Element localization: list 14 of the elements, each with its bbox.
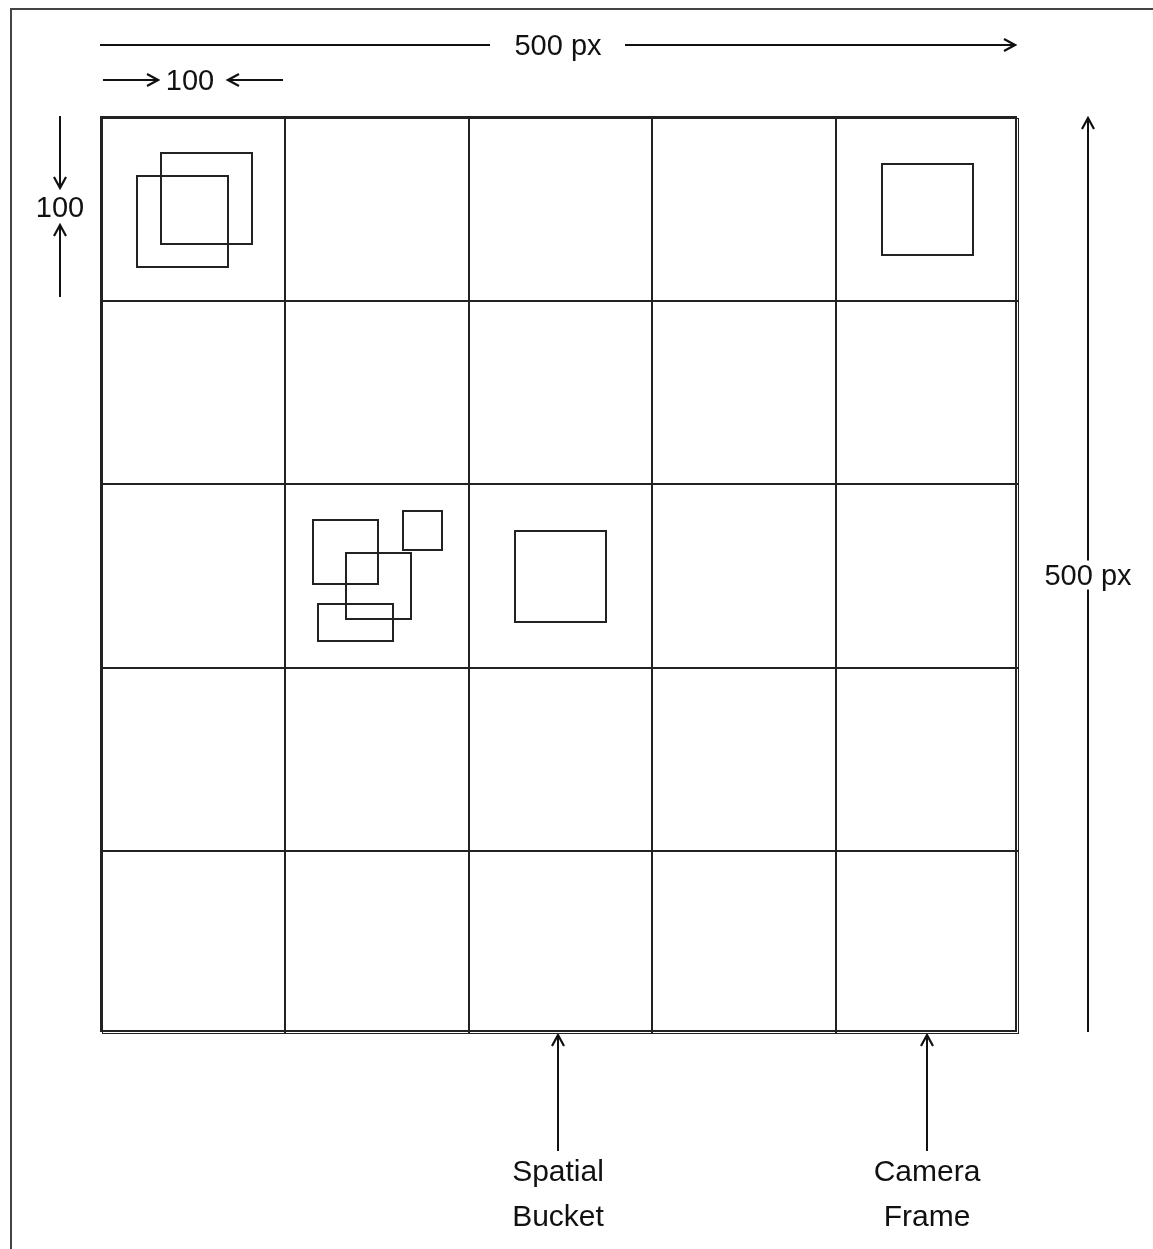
object-rectangle bbox=[345, 552, 412, 620]
leader-arrow bbox=[550, 1033, 566, 1152]
object-rectangle bbox=[136, 175, 229, 268]
frame-grid bbox=[100, 116, 1017, 1032]
object-rectangle bbox=[312, 519, 379, 585]
object-rectangle bbox=[402, 510, 443, 551]
object-rectangle bbox=[160, 152, 253, 245]
caption-text: Camera Frame bbox=[872, 1153, 982, 1234]
object-rectangle bbox=[881, 163, 974, 256]
caption-text: Spatial Bucket bbox=[511, 1153, 605, 1234]
leader-arrow bbox=[919, 1033, 935, 1152]
object-rectangle bbox=[514, 530, 607, 623]
object-rectangle bbox=[317, 603, 394, 642]
grid-cell bbox=[468, 850, 653, 1034]
